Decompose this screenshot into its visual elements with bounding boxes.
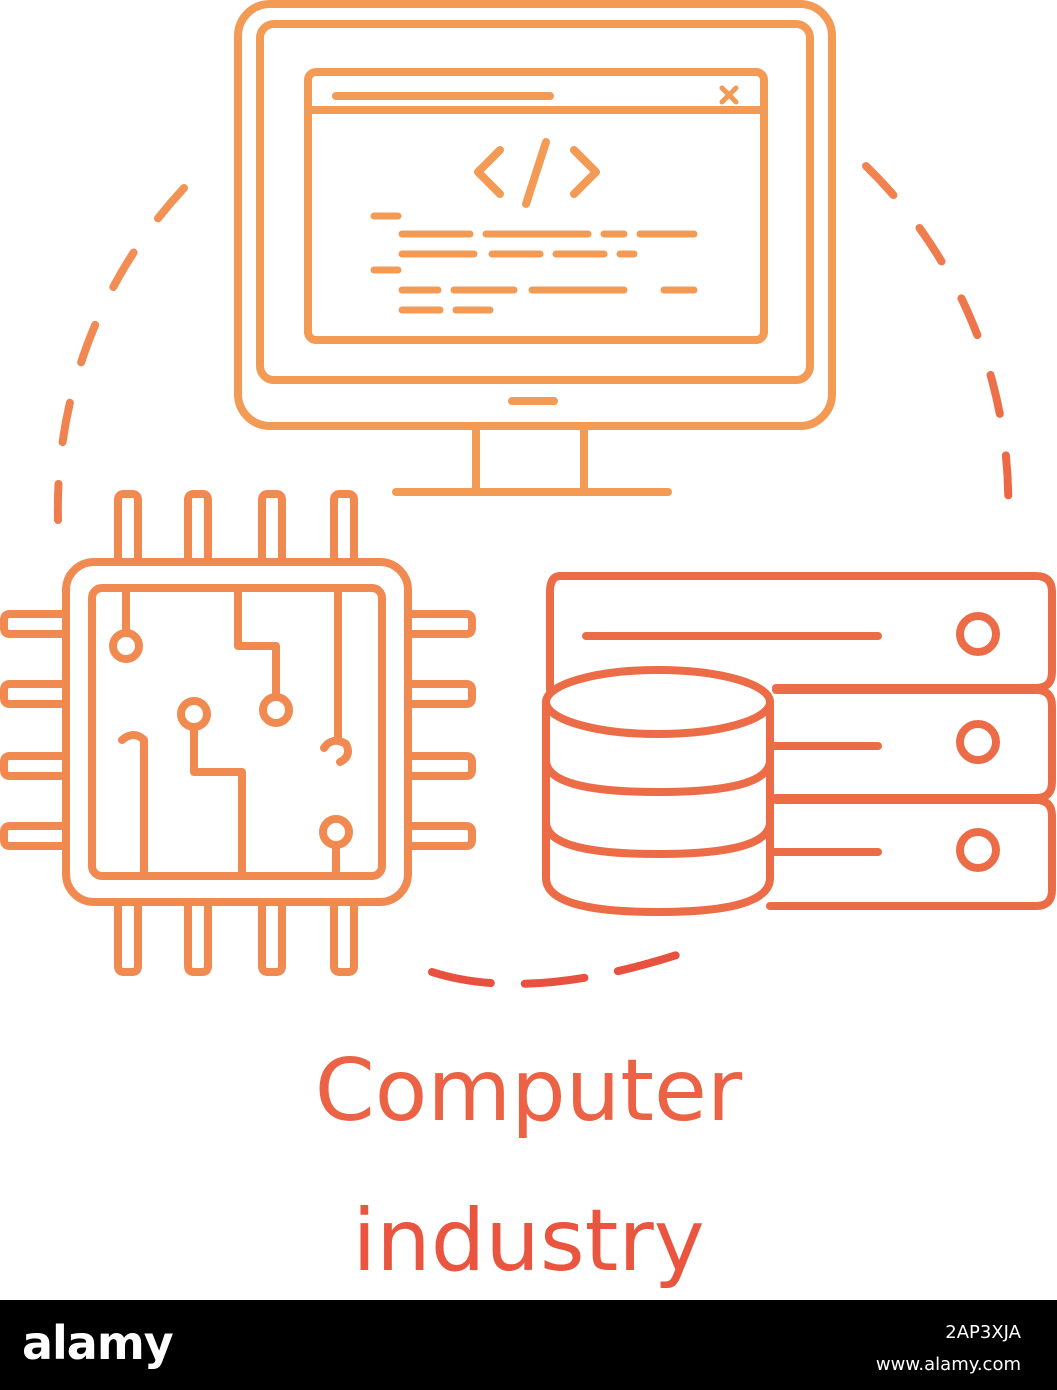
stock-footer-bar: alamy 2AP3XJA www.alamy.com (0, 1300, 1057, 1390)
site-url-label: www.alamy.com (875, 1354, 1021, 1375)
caption-line-industry: industry (352, 1191, 705, 1291)
dashed-circle (53, 162, 1013, 988)
alamy-logo: alamy (22, 1316, 174, 1370)
concept-illustration: Computer industry (0, 0, 1056, 1291)
database-server-icon (542, 572, 1056, 916)
cpu-chip-icon (0, 490, 476, 976)
monitor-code-icon (234, 0, 836, 496)
illustration-canvas (0, 0, 1056, 988)
image-id-label: 2AP3XJA (945, 1322, 1021, 1343)
caption-line-computer: Computer (314, 1041, 743, 1141)
